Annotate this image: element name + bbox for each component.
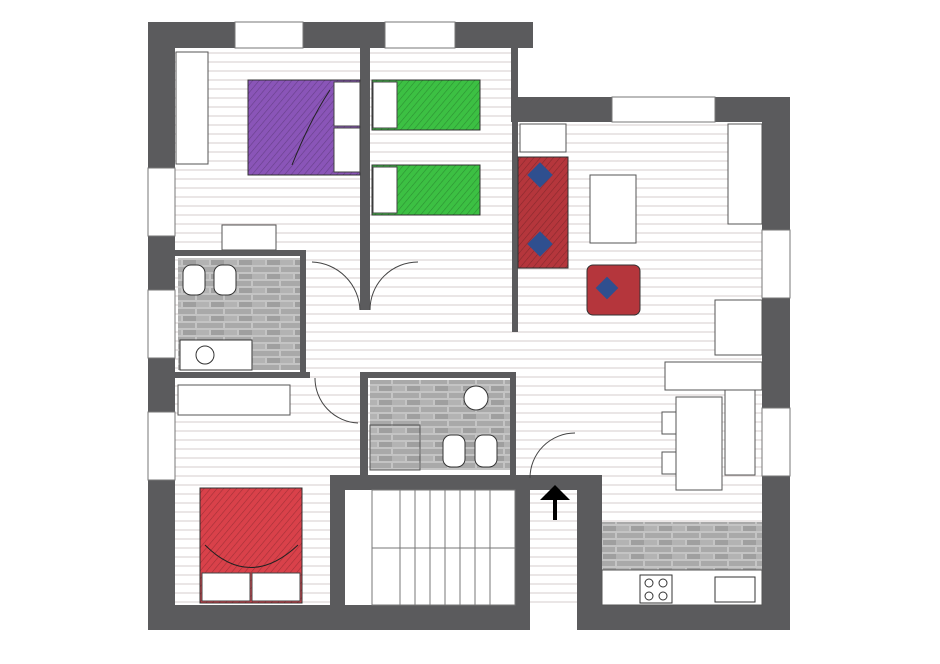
window bbox=[234, 21, 304, 49]
armchair bbox=[586, 264, 641, 316]
windows bbox=[147, 21, 791, 481]
bidet bbox=[474, 434, 498, 468]
window bbox=[147, 167, 176, 237]
window bbox=[384, 21, 456, 49]
kitchen-counter bbox=[664, 361, 763, 391]
window bbox=[761, 229, 791, 299]
sink bbox=[714, 576, 756, 603]
chair bbox=[661, 411, 677, 435]
wardrobe bbox=[175, 51, 209, 165]
chair bbox=[661, 451, 677, 475]
tv-unit bbox=[727, 123, 763, 225]
washbasin bbox=[179, 339, 253, 371]
window bbox=[147, 411, 176, 481]
bed-green-2 bbox=[371, 164, 481, 216]
sofa bbox=[517, 156, 569, 269]
window bbox=[611, 96, 716, 123]
bed-red bbox=[199, 487, 303, 604]
window bbox=[147, 289, 176, 359]
shower bbox=[369, 424, 421, 471]
washbasin bbox=[463, 385, 489, 411]
kitchen-tiles bbox=[602, 522, 762, 570]
cabinet bbox=[519, 123, 567, 153]
wardrobe bbox=[177, 384, 291, 416]
bed-purple bbox=[247, 79, 361, 176]
toilet bbox=[182, 264, 206, 296]
fireplace bbox=[714, 299, 763, 356]
entrance-arrow-icon bbox=[540, 485, 570, 520]
window bbox=[761, 407, 791, 477]
stove-icon bbox=[639, 574, 673, 604]
bed-green-1 bbox=[371, 79, 481, 131]
coffee-table bbox=[589, 174, 637, 244]
nightstand bbox=[221, 224, 277, 251]
bidet bbox=[213, 264, 237, 296]
dining-table bbox=[675, 396, 723, 491]
toilet bbox=[442, 434, 466, 468]
kitchen-island bbox=[724, 389, 756, 476]
stairs bbox=[371, 489, 516, 606]
doors bbox=[311, 261, 576, 479]
